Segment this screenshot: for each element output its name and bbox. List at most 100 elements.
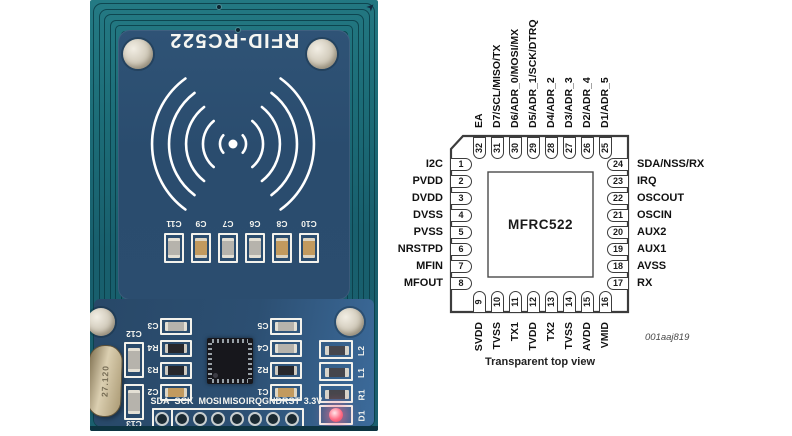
pin-number: 24 [612, 159, 623, 169]
pin-number: 1 [458, 159, 464, 169]
component-outline [160, 318, 192, 335]
component-outline [160, 340, 192, 357]
pin-name-31: D7/SCL/MISO/TX [491, 44, 503, 128]
pin-pad-7: 7 [450, 259, 472, 273]
pin-number: 2 [458, 176, 464, 186]
pin-name-24: SDA/NSS/RX [637, 158, 705, 170]
board-bottom-edge [90, 426, 378, 431]
pin-number: 20 [612, 227, 623, 237]
pin-pad-30: 30 [508, 137, 522, 159]
pin-pad-29: 29 [526, 137, 540, 159]
pin-pad-20: 20 [607, 225, 629, 239]
header-hole [266, 412, 280, 426]
header-pin-label: GND [262, 396, 282, 406]
capacitor-outline [191, 233, 211, 263]
pin-pad-11: 11 [508, 291, 522, 313]
mfrc522-chip [207, 338, 253, 384]
pin-name-15: AVDD [581, 322, 593, 351]
pin-pad-3: 3 [450, 191, 472, 205]
pin-pad-24: 24 [607, 157, 629, 171]
component-outline [319, 340, 353, 359]
component [325, 368, 349, 377]
pin-name-32: EA [473, 113, 485, 128]
pin-name-11: TX1 [509, 322, 521, 342]
component [165, 344, 187, 353]
pin-name-14: TVSS [563, 322, 575, 350]
chip-name: MFRC522 [507, 217, 573, 232]
header-pin-label: IRQ [245, 396, 263, 406]
capacitor-outline [245, 233, 265, 263]
header-pin-label: RST [282, 396, 300, 406]
pin-number: 17 [612, 278, 623, 288]
pin-pad-19: 19 [607, 242, 629, 256]
pin-name-19: AUX1 [637, 243, 667, 255]
header-hole [248, 412, 262, 426]
capacitor [222, 238, 234, 258]
header-pin-label: SDA [150, 396, 170, 406]
component-outline [319, 405, 353, 425]
pin-number: 10 [491, 296, 502, 308]
capacitor [128, 348, 140, 372]
header-pin-label: SCK [174, 396, 194, 406]
component [165, 388, 187, 397]
pin-pad-14: 14 [562, 291, 576, 313]
pin-name-18: AVSS [637, 260, 667, 272]
pin-number: 9 [473, 299, 484, 305]
component-outline [319, 362, 353, 381]
pin-pad-26: 26 [580, 137, 594, 159]
pin-name-1: I2C [425, 158, 443, 170]
mounting-hole [307, 39, 337, 69]
led-d1 [329, 408, 343, 422]
capacitor [249, 238, 261, 258]
pin-pad-10: 10 [490, 291, 504, 313]
component-outline [270, 384, 302, 401]
pin-number: 28 [545, 142, 556, 154]
pin-number: 21 [612, 210, 623, 220]
capacitor [128, 390, 140, 414]
pin-number: 29 [527, 142, 538, 154]
header-hole [155, 412, 169, 426]
component-outline [270, 318, 302, 335]
pin-number: 14 [563, 296, 574, 308]
pin-name-17: RX [637, 277, 653, 289]
chip-pins [208, 343, 212, 379]
pin-number: 7 [458, 261, 464, 271]
pin-number: 13 [545, 296, 556, 308]
pin-number: 26 [581, 142, 592, 154]
via-dot [216, 4, 222, 10]
pin-name-25: D1/ADR_5 [599, 77, 611, 128]
pin-pad-23: 23 [607, 174, 629, 188]
component [275, 322, 297, 331]
diagram-caption: Transparent top view [484, 356, 596, 368]
antenna-wave-icon [150, 77, 316, 211]
pin-name-23: IRQ [637, 175, 657, 187]
component-outline [270, 362, 302, 379]
mounting-hole [336, 308, 364, 336]
header-hole [230, 412, 244, 426]
pin-name-5: PVSS [413, 226, 443, 238]
pin-pad-13: 13 [544, 291, 558, 313]
pin-name-3: DVDD [411, 192, 443, 204]
pin-pad-18: 18 [607, 259, 629, 273]
header-pin-label: MISO [222, 396, 246, 406]
pin-number: 18 [612, 261, 623, 271]
header-hole [285, 412, 299, 426]
pin-name-13: TX2 [545, 322, 557, 342]
pin-pad-12: 12 [526, 291, 540, 313]
mounting-hole [123, 39, 153, 69]
pin-number: 25 [599, 142, 610, 154]
pin-number: 31 [491, 142, 502, 154]
chip-pins [212, 379, 248, 383]
capacitor [195, 238, 207, 258]
pin-pad-22: 22 [607, 191, 629, 205]
via-dot [235, 27, 241, 33]
pin-pad-16: 16 [598, 291, 612, 313]
pin-name-22: OSCOUT [637, 192, 685, 204]
capacitor [303, 238, 315, 258]
pin-pad-31: 31 [490, 137, 504, 159]
pin-name-27: D3/ADR_3 [563, 77, 575, 128]
pin-number: 27 [563, 142, 574, 154]
pin-name-26: D2/ADR_4 [581, 77, 593, 128]
